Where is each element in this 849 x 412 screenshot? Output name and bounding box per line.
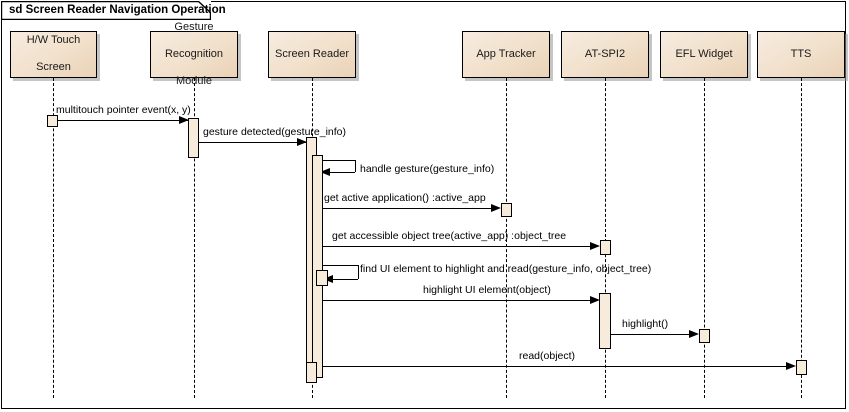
message-label-highlight-ui-element: highlight UI element(object)	[423, 284, 551, 296]
message-line-find-ui-element-right	[358, 265, 359, 279]
lifeline-stem-gesture-recognition-module	[194, 78, 195, 398]
message-label-handle-gesture: handle gesture(gesture_info)	[360, 163, 495, 175]
activation-bar-screen-reader-find-ui-element[interactable]	[316, 270, 328, 286]
lifeline-head-tts[interactable]: TTS	[757, 31, 845, 78]
arrow-head-gesture-detected	[297, 137, 307, 146]
lifeline-head-at-spi2[interactable]: AT-SPI2	[561, 31, 649, 78]
message-line-find-ui-element-top[interactable]	[323, 265, 358, 266]
message-line-multitouch-pointer-event[interactable]	[53, 120, 188, 121]
lifeline-label-efl-widget: EFL Widget	[675, 47, 733, 60]
message-line-handle-gesture-top[interactable]	[320, 160, 355, 161]
lifeline-label-line1: Gesture	[174, 20, 214, 33]
lifeline-label-line3: Module	[175, 74, 213, 87]
arrow-head-multitouch-pointer-event	[179, 115, 189, 124]
arrow-head-highlight	[689, 329, 699, 338]
arrow-head-get-accessible-object-tree	[590, 241, 600, 250]
message-line-highlight[interactable]	[611, 334, 690, 335]
lifeline-head-screen-reader[interactable]: Screen Reader	[268, 31, 356, 78]
activation-bar-gesture-recognition-module[interactable]	[188, 118, 199, 158]
message-line-handle-gesture-bottom[interactable]	[327, 172, 355, 173]
activation-bar-screen-reader-nested[interactable]	[312, 155, 323, 378]
frame-tab-shape	[1, 1, 211, 20]
activation-bar-efl-widget[interactable]	[699, 329, 710, 343]
lifeline-stem-efl-widget	[704, 78, 705, 398]
lifeline-stem-hw-touch-screen	[53, 78, 54, 398]
lifeline-stem-at-spi2	[605, 78, 606, 398]
arrow-head-read-object	[786, 361, 796, 370]
arrow-head-highlight-ui-element	[590, 295, 600, 304]
activation-bar-screen-reader-read[interactable]	[306, 362, 317, 383]
message-label-gesture-detected: gesture detected(gesture_info)	[203, 126, 347, 138]
message-label-get-active-application: get active application() :active_app	[324, 192, 486, 204]
lifeline-label-screen-reader: Screen Reader	[275, 47, 349, 60]
message-line-get-accessible-object-tree[interactable]	[317, 246, 591, 247]
arrow-head-get-active-application	[491, 203, 501, 212]
lifeline-stem-tts	[801, 78, 802, 398]
lifeline-label-line2: Recognition	[164, 47, 224, 60]
message-line-read-object[interactable]	[317, 366, 787, 367]
message-label-read-object: read(object)	[519, 350, 576, 362]
activation-bar-app-tracker[interactable]	[501, 203, 512, 217]
activation-bar-at-spi2-highlight[interactable]	[599, 293, 611, 349]
message-line-highlight-ui-element[interactable]	[323, 300, 591, 301]
message-line-gesture-detected[interactable]	[194, 142, 306, 143]
arrow-head-handle-gesture	[320, 167, 330, 176]
interaction-frame-tab: sd Screen Reader Navigation Operation	[1, 1, 226, 20]
message-line-get-active-application[interactable]	[317, 208, 492, 209]
arrow-head-find-ui-element	[323, 274, 333, 283]
message-label-get-accessible-object-tree: get accessible object tree(active_app) :…	[332, 230, 567, 242]
message-line-handle-gesture-right	[355, 160, 356, 172]
lifeline-stem-app-tracker	[506, 78, 507, 398]
message-label-highlight: highlight()	[622, 318, 669, 330]
lifeline-label-at-spi2: AT-SPI2	[584, 47, 626, 60]
activation-bar-hw-touch-screen[interactable]	[47, 115, 58, 127]
lifeline-label-line2: Screen	[36, 61, 71, 74]
lifeline-label-line1: H/W Touch	[26, 34, 81, 47]
lifeline-label-app-tracker: App Tracker	[476, 47, 536, 60]
activation-bar-tts[interactable]	[796, 360, 807, 375]
lifeline-head-efl-widget[interactable]: EFL Widget	[660, 31, 748, 78]
lifeline-head-app-tracker[interactable]: App Tracker	[462, 31, 550, 78]
frame-tab-label: sd Screen Reader Navigation Operation	[9, 4, 226, 16]
activation-bar-at-spi2-object-tree[interactable]	[600, 240, 611, 255]
lifeline-label-tts: TTS	[790, 47, 812, 60]
message-label-find-ui-element: find UI element to highlight and read(ge…	[360, 263, 652, 275]
message-line-find-ui-element-bottom[interactable]	[330, 279, 358, 280]
message-label-multitouch-pointer-event: multitouch pointer event(x, y)	[56, 104, 191, 116]
